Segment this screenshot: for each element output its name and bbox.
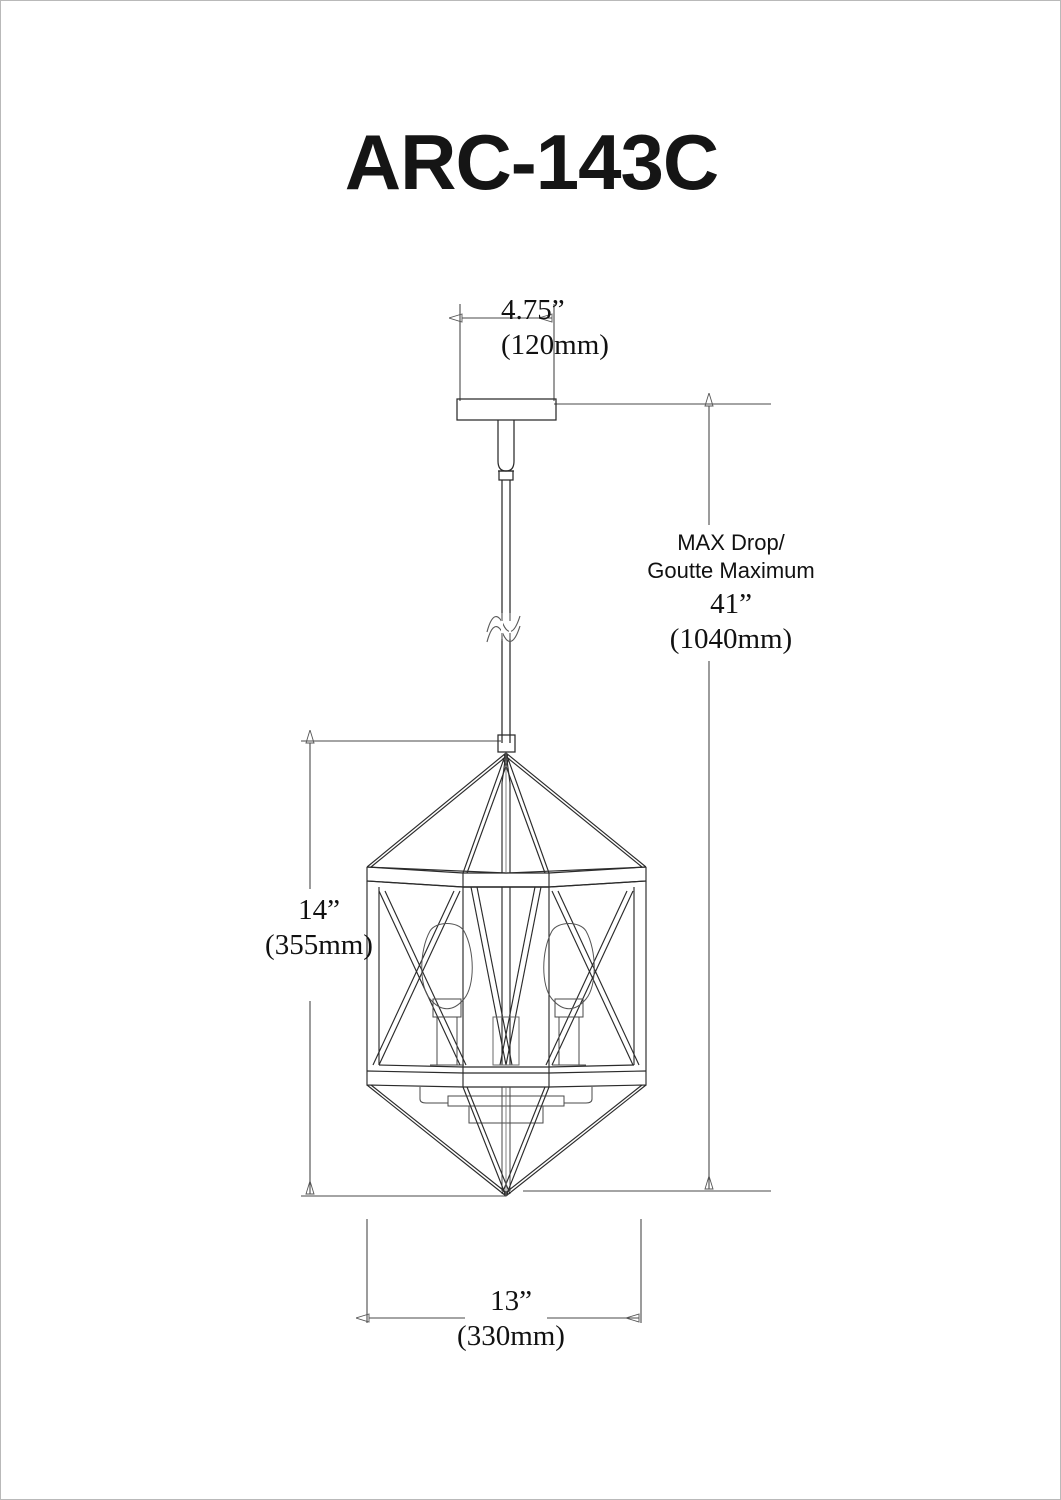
break-symbol	[486, 613, 521, 643]
stem-connector	[497, 420, 515, 481]
cage-body	[366, 880, 647, 1088]
cage-bottom-cone	[366, 1084, 647, 1197]
rod-cap	[497, 734, 516, 753]
canopy-width-dimension-label: 4.75” (120mm)	[501, 294, 609, 362]
fixture-width-dimension-label: 13” (330mm)	[457, 1285, 565, 1353]
stem-rod	[501, 480, 511, 743]
dimension-lines	[301, 304, 771, 1323]
max-drop-dimension-label: 41” (1040mm)	[669, 588, 793, 656]
candle-lamp-left	[421, 923, 473, 1066]
page-title: ARC-143C	[344, 118, 719, 206]
fixture-drawing	[366, 398, 647, 1197]
max-drop-label: MAX Drop/ Goutte Maximum	[647, 530, 815, 583]
canopy	[456, 398, 557, 421]
cage-top-cone	[366, 752, 647, 888]
candle-lamp-center	[492, 1016, 520, 1066]
fixture-height-dimension-label: 14” (355mm)	[265, 894, 373, 962]
candle-lamp-right	[543, 923, 595, 1066]
